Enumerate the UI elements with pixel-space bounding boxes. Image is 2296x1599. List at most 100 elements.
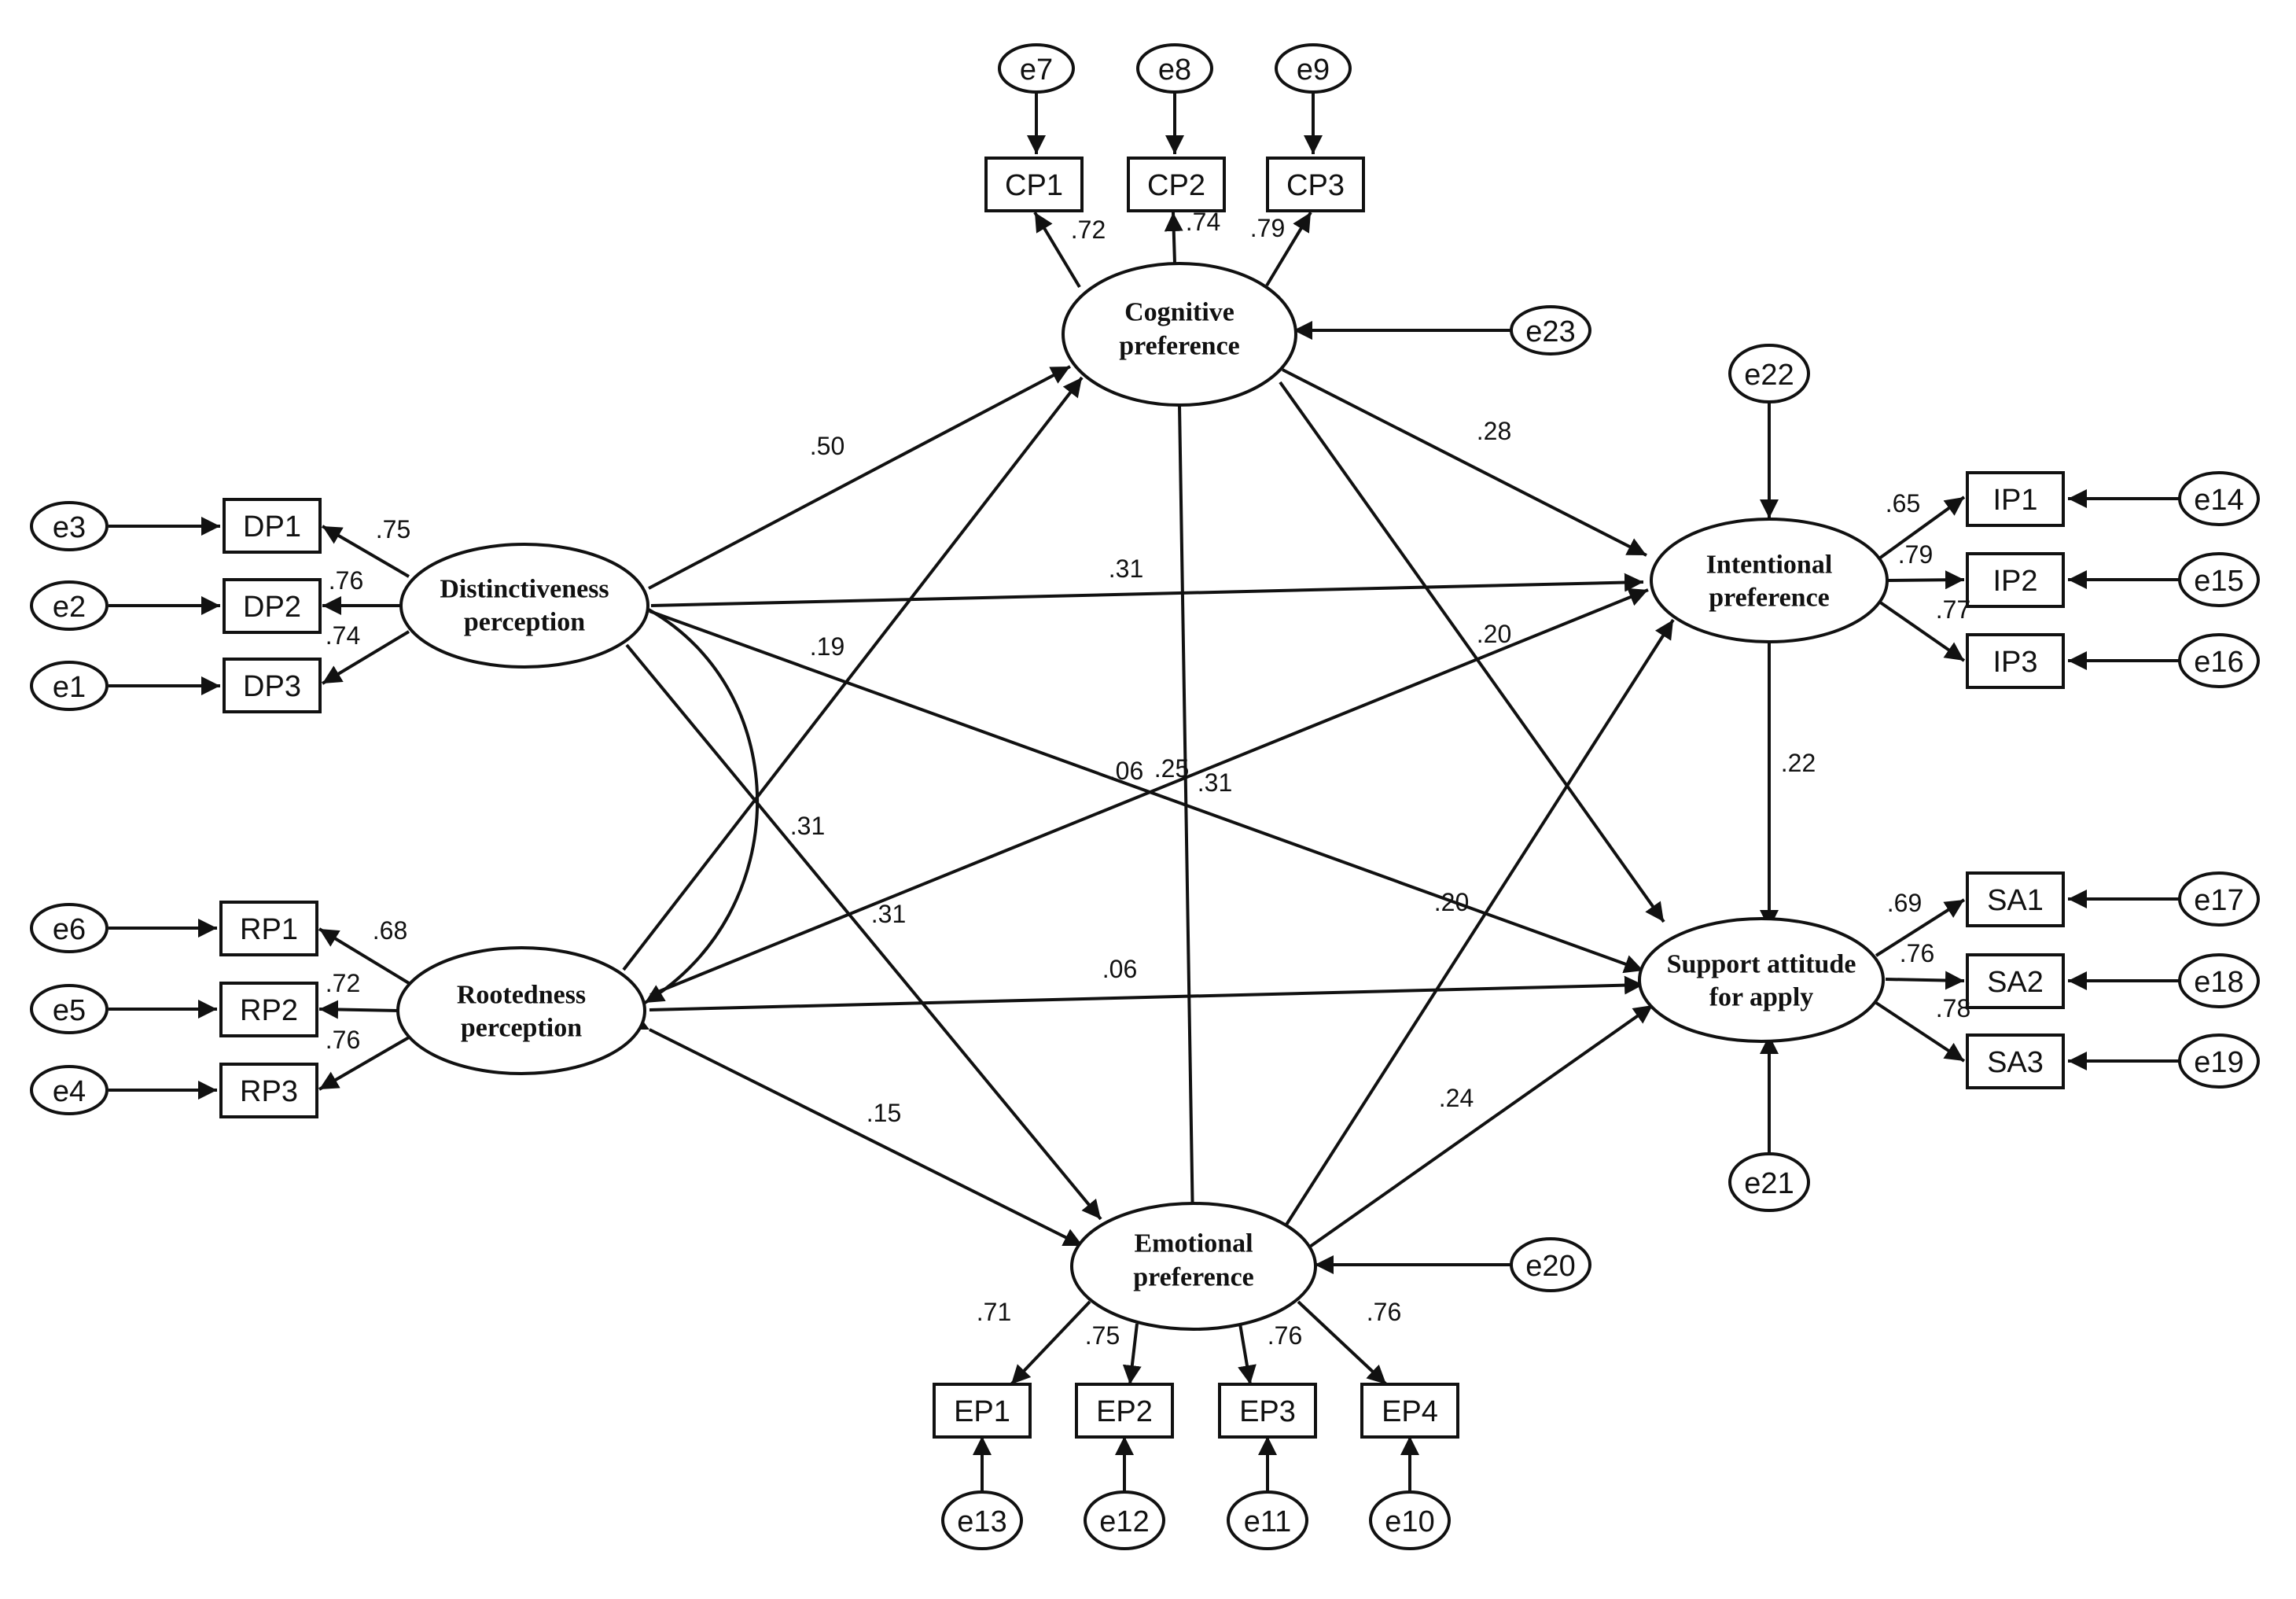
indicator-label: DP3 — [243, 670, 301, 703]
indicator-label: RP1 — [240, 913, 298, 946]
loading-rp-rp1 — [318, 927, 410, 985]
error-e21: e21 — [1728, 1152, 1810, 1212]
indicator-sa3: SA3 — [1966, 1033, 2065, 1089]
latent-emotional-preference: Emotional preference — [1070, 1202, 1317, 1331]
loading-cp-cp1 — [1033, 211, 1081, 289]
coef-cp-ep: .25 — [1154, 754, 1189, 783]
error-label: e6 — [53, 913, 86, 946]
indicator-cp2: CP2 — [1127, 157, 1226, 212]
loading-cp-cp2 — [1164, 212, 1183, 264]
indicator-ep2: EP2 — [1075, 1383, 1174, 1439]
latent-label-line: Intentional — [1706, 551, 1833, 580]
latent-label-line: Distinctiveness — [440, 575, 609, 604]
coef-rp3: .76 — [326, 1026, 360, 1054]
coef-dp2: .76 — [329, 566, 363, 595]
error-label: e23 — [1525, 315, 1575, 348]
coef-dp-ip: .31 — [1109, 554, 1143, 583]
path-cp-ip — [1282, 368, 1647, 557]
coef-dp-cp: .50 — [810, 432, 844, 460]
loading-arrows — [318, 211, 1966, 1386]
indicator-ep1: EP1 — [933, 1383, 1032, 1439]
indicator-sa2: SA2 — [1966, 953, 2065, 1009]
latent-label-line: Cognitive — [1124, 298, 1234, 327]
error-terms: e7 e8 e9 e23 e22 e3 e2 e1 e6 e5 e4 e14 e… — [30, 43, 2260, 1550]
indicator-label: SA1 — [1987, 884, 2044, 917]
coef-ep2: .75 — [1085, 1321, 1120, 1350]
coef-cp2: .74 — [1186, 208, 1220, 236]
loading-cp-cp3 — [1265, 211, 1312, 287]
error-label: e17 — [2194, 884, 2243, 917]
loading-ep-ep3 — [1238, 1323, 1257, 1385]
error-e11: e11 — [1227, 1490, 1308, 1550]
coef-rp1: .68 — [373, 916, 407, 945]
latent-label-line: perception — [464, 608, 585, 637]
latent-variables: Cognitive preference Intentional prefere… — [396, 262, 1889, 1331]
latent-label-line: Emotional — [1134, 1229, 1253, 1258]
error-label: e21 — [1744, 1167, 1794, 1200]
indicator-ep3: EP3 — [1218, 1383, 1317, 1439]
path-dp-cp — [648, 365, 1071, 590]
indicator-label: DP2 — [243, 591, 301, 624]
path-dp-ep — [625, 643, 1102, 1221]
coef-ip3: .77 — [1936, 595, 1970, 624]
coef-cp1: .72 — [1071, 216, 1106, 244]
indicator-rp1: RP1 — [219, 901, 318, 956]
indicator-label: EP3 — [1239, 1395, 1296, 1428]
coef-sa2: .76 — [1900, 939, 1934, 967]
indicator-cp1: CP1 — [984, 157, 1084, 212]
error-e5: e5 — [30, 984, 109, 1034]
loading-ep-ep2 — [1122, 1323, 1142, 1385]
error-e19: e19 — [2178, 1033, 2260, 1089]
loading-ep-ep4 — [1297, 1300, 1388, 1386]
error-label: e20 — [1525, 1250, 1575, 1283]
indicator-label: RP2 — [240, 994, 298, 1027]
loading-coefficients: .72 .74 .79 .75 .76 .74 .68 .72 .76 .65 … — [326, 208, 1970, 1350]
latent-rootedness-perception: Rootedness perception — [396, 946, 646, 1075]
indicator-label: IP2 — [1992, 565, 2037, 598]
error-label: e13 — [957, 1505, 1006, 1538]
indicator-label: SA3 — [1987, 1046, 2044, 1079]
coef-ep4: .76 — [1367, 1298, 1401, 1326]
coef-dp3: .74 — [326, 621, 360, 650]
indicator-label: RP3 — [240, 1075, 298, 1108]
structural-paths — [622, 365, 1779, 1254]
coef-rp-sa: .06 — [1102, 955, 1137, 983]
indicator-label: EP1 — [954, 1395, 1010, 1428]
coef-rp-cp: .19 — [810, 632, 844, 661]
loading-sa-sa1 — [1875, 898, 1966, 957]
indicator-label: IP1 — [1992, 484, 2037, 517]
error-e23: e23 — [1510, 305, 1591, 356]
indicator-ip1: IP1 — [1966, 471, 2065, 527]
indicator-label: CP1 — [1005, 169, 1063, 202]
loading-dp-dp1 — [321, 525, 410, 578]
indicator-label: EP2 — [1096, 1395, 1153, 1428]
coef-cp-sa: .31 — [1198, 768, 1232, 797]
error-e10: e10 — [1369, 1490, 1451, 1550]
error-label: e11 — [1244, 1505, 1292, 1538]
error-label: e9 — [1297, 53, 1330, 87]
error-e8: e8 — [1136, 43, 1213, 94]
coef-sa3: .78 — [1936, 994, 1970, 1022]
error-label: e19 — [2194, 1046, 2243, 1079]
path-dp-sa — [628, 595, 1644, 974]
indicator-rp3: RP3 — [219, 1063, 318, 1118]
coef-dp-rp-covariance: .31 — [790, 812, 825, 840]
coef-ip-sa: .22 — [1781, 749, 1816, 777]
error-label: e16 — [2194, 646, 2243, 679]
error-e9: e9 — [1275, 43, 1352, 94]
error-e20: e20 — [1510, 1237, 1591, 1292]
indicator-rp2: RP2 — [219, 982, 318, 1037]
coef-cp-ip: .28 — [1477, 417, 1511, 445]
indicator-dp3: DP3 — [223, 658, 322, 713]
path-rp-sa — [649, 975, 1644, 1011]
loading-ep-ep1 — [1010, 1300, 1091, 1386]
latent-label-line: Rootedness — [457, 981, 586, 1010]
indicator-label: IP3 — [1992, 646, 2037, 679]
indicator-ep4: EP4 — [1360, 1383, 1459, 1439]
error-label: e2 — [53, 591, 86, 624]
latent-intentional-preference: Intentional preference — [1650, 518, 1889, 643]
coef-rp2: .72 — [326, 969, 360, 997]
loading-ip-ip1 — [1878, 496, 1966, 560]
error-e6: e6 — [30, 903, 109, 953]
coef-dp-ep: .31 — [871, 900, 906, 928]
